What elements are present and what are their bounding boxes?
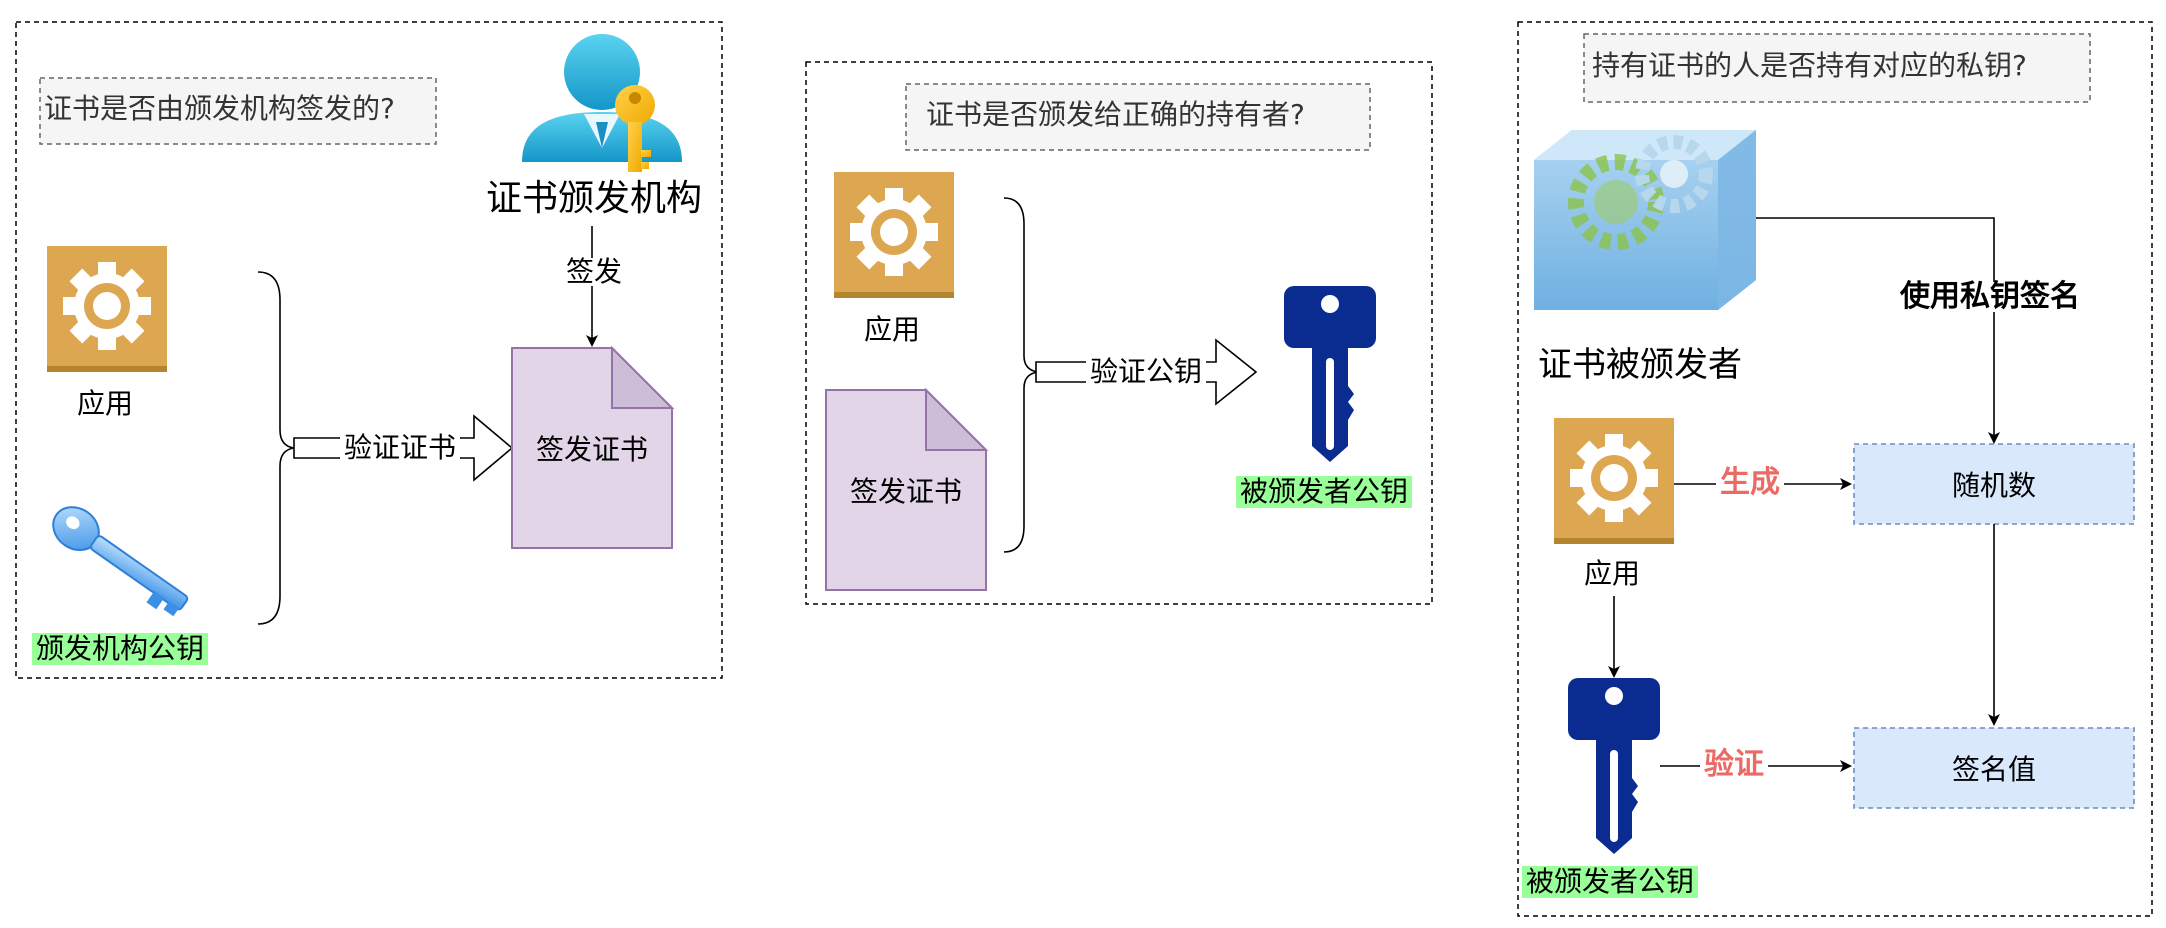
panel3-question-note — [1583, 33, 2091, 103]
holder-label: 证书被颁发者 — [1538, 345, 1742, 385]
doc-label: 签发证书 — [535, 433, 648, 466]
navy-key-icon — [1284, 286, 1376, 462]
panel2-question-note — [905, 83, 1371, 151]
doc-label: 签发证书 — [849, 475, 962, 508]
panel1-question-note — [39, 77, 437, 145]
random-number-box — [1853, 443, 2135, 525]
gear-icon — [1554, 418, 1674, 544]
gear-icon — [47, 246, 167, 372]
panel2-brace — [1003, 197, 1039, 553]
verify-pubkey-label: 验证公钥 — [1086, 358, 1207, 386]
person-with-key-icon — [522, 34, 682, 172]
blue-key-icon — [52, 506, 189, 617]
navy-key-icon — [1568, 678, 1660, 854]
signature-value-label: 签名值 — [1951, 753, 2036, 786]
issuer-label: 证书颁发机构 — [486, 178, 703, 219]
gear-cube-icon — [1534, 130, 1756, 310]
verify-cert-label: 验证证书 — [340, 434, 461, 462]
app-label: 应用 — [1584, 557, 1641, 590]
panel1-brace — [257, 271, 295, 625]
app-label: 应用 — [864, 313, 921, 346]
sign-label: 签发 — [562, 258, 627, 286]
holder-pubkey-label: 被颁发者公钥 — [1236, 476, 1413, 508]
verify-label: 验证 — [1700, 750, 1768, 780]
holder-pubkey-label: 被颁发者公钥 — [1522, 866, 1699, 898]
random-number-label: 随机数 — [1951, 469, 2036, 502]
sign-with-private-connector — [1756, 217, 2000, 444]
panel3-frame — [1517, 21, 2153, 917]
gear-icon — [834, 172, 954, 298]
panel3-question: 持有证书的人是否持有对应的私钥? — [1592, 49, 2027, 82]
panel2-question: 证书是否颁发给正确的持有者? — [926, 98, 1305, 131]
issuer-pubkey-label: 颁发机构公钥 — [32, 633, 209, 665]
sign-with-private-label: 使用私钥签名 — [1896, 282, 2084, 312]
panel1-frame — [15, 21, 723, 679]
panel2-frame — [805, 61, 1433, 605]
generate-label: 生成 — [1716, 468, 1784, 498]
panel1-question: 证书是否由颁发机构签发的? — [44, 92, 395, 125]
signature-value-box — [1853, 727, 2135, 809]
app-label: 应用 — [77, 387, 134, 420]
